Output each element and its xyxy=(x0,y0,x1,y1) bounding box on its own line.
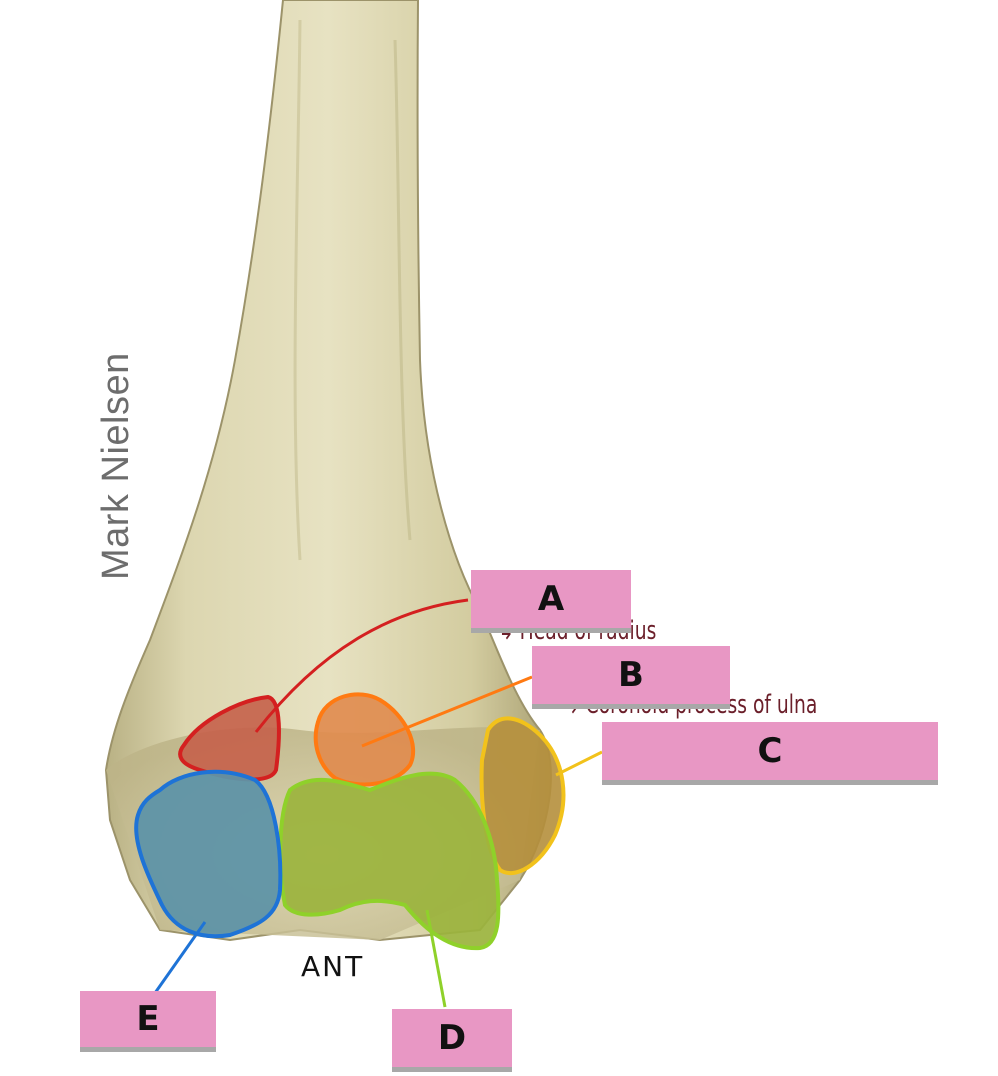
region-b-outline xyxy=(313,692,416,787)
credit-watermark: Mark Nielsen xyxy=(95,352,137,580)
label-box-a[interactable]: A xyxy=(471,570,631,628)
region-a-outline xyxy=(178,694,281,782)
region-e-outline xyxy=(134,769,283,939)
region-d-outline xyxy=(278,771,501,951)
leader-line-b xyxy=(361,675,533,748)
label-box-c[interactable]: C xyxy=(602,722,938,780)
leader-line-c xyxy=(555,750,603,777)
leader-line-a xyxy=(254,598,469,733)
label-box-e[interactable]: E xyxy=(80,991,216,1047)
anterior-view-label: ANT xyxy=(301,950,365,983)
leader-line-e xyxy=(153,921,207,994)
label-box-b[interactable]: B xyxy=(532,646,730,704)
leader-line-d xyxy=(425,909,447,1008)
label-box-d[interactable]: D xyxy=(392,1009,512,1067)
